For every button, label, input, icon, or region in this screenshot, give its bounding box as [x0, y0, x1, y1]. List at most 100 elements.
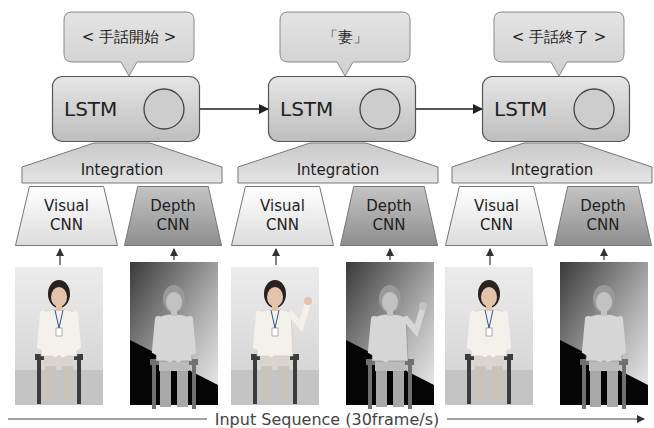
integration-shape	[22, 143, 222, 183]
leg	[62, 366, 73, 402]
photo-bg	[231, 267, 319, 405]
arm-raised	[291, 306, 307, 326]
leg	[393, 371, 404, 407]
photo-bg	[15, 267, 103, 405]
integration-arrow: Integration	[452, 143, 652, 183]
input-arrow	[489, 249, 490, 265]
cnn-shape	[555, 187, 652, 246]
rgb-frame	[15, 267, 103, 405]
face	[267, 287, 283, 307]
cnn-shape	[16, 187, 118, 246]
vcnn-label: Visual CNN	[36, 197, 98, 235]
chair-leg	[622, 363, 626, 409]
hair	[264, 280, 286, 308]
recurrent-arrow	[200, 108, 268, 109]
chair-leg	[192, 363, 196, 409]
visual-cnn: Visual CNN	[15, 186, 118, 246]
torso	[372, 314, 408, 361]
leg	[160, 371, 171, 407]
face	[166, 292, 182, 312]
integ-label: Integration	[238, 161, 438, 179]
cnn-shape	[341, 187, 438, 246]
lstm-box: LSTM	[482, 76, 630, 142]
lanyard	[485, 310, 493, 328]
arm	[178, 319, 193, 359]
lstm-box: LSTM	[52, 76, 200, 142]
chair-leg	[467, 358, 471, 404]
hair	[379, 285, 401, 313]
arm	[493, 314, 508, 354]
vcnn-label: Visual CNN	[252, 197, 314, 235]
memory-cell	[574, 89, 614, 129]
bubble-shape	[494, 12, 624, 76]
depth-cnn: Depth CNN	[340, 186, 438, 246]
dcnn-label: Depth CNN	[572, 197, 634, 235]
hair	[48, 280, 70, 308]
depth-frame	[130, 262, 218, 409]
chair-leg	[152, 363, 156, 409]
integration-shape	[238, 143, 438, 183]
hair	[593, 285, 615, 313]
leg	[376, 371, 387, 407]
speech-bubble: < 手話終了 >	[494, 12, 624, 76]
hair	[163, 285, 185, 313]
cnn-shape	[232, 187, 334, 246]
leg	[278, 366, 289, 402]
torso	[41, 309, 77, 356]
floor	[445, 370, 533, 405]
torso	[257, 309, 293, 356]
badge	[56, 328, 62, 336]
floor	[15, 370, 103, 405]
lanyard	[271, 310, 279, 328]
input-arrow	[275, 249, 276, 265]
input-arrow	[389, 249, 390, 260]
rgb-frame	[231, 267, 319, 405]
dcnn-label: Depth CNN	[142, 197, 204, 235]
depth-frame	[346, 262, 434, 409]
leg	[261, 366, 272, 402]
input-arrow	[173, 249, 174, 260]
leg	[45, 366, 56, 402]
neck	[486, 306, 492, 311]
leg	[492, 366, 503, 402]
face	[51, 287, 67, 307]
chair-leg	[368, 363, 372, 409]
neck	[387, 311, 393, 316]
arm	[256, 314, 271, 354]
badge	[272, 328, 278, 336]
chair-leg	[37, 358, 41, 404]
cnn-shape	[446, 187, 548, 246]
bubble-shape	[64, 12, 194, 76]
recurrent-arrow	[416, 108, 482, 109]
memory-cell	[144, 89, 184, 129]
chair-leg	[408, 363, 412, 409]
arm	[40, 314, 55, 354]
badge	[486, 328, 492, 336]
chair-leg	[253, 358, 257, 404]
integration-shape	[452, 143, 652, 183]
integration-arrow: Integration	[238, 143, 438, 183]
neck	[171, 311, 177, 316]
cnn-shape	[125, 187, 222, 246]
lanyard	[55, 310, 63, 328]
lstm-label: LSTM	[64, 97, 117, 121]
bubble-label: < 手話終了 >	[494, 28, 624, 47]
neck	[601, 311, 607, 316]
torso	[156, 314, 192, 361]
leg	[590, 371, 601, 407]
integ-label: Integration	[452, 161, 652, 179]
input-arrow	[603, 249, 604, 260]
visual-cnn: Visual CNN	[445, 186, 548, 246]
lstm-shape	[483, 77, 630, 142]
chair-leg	[293, 358, 297, 404]
arm	[585, 319, 600, 359]
depth-cnn: Depth CNN	[124, 186, 222, 246]
photo-bg	[130, 262, 218, 405]
integ-label: Integration	[22, 161, 222, 179]
arm	[470, 314, 485, 354]
lstm-box: LSTM	[268, 76, 416, 142]
photo-bg	[346, 262, 434, 405]
leg	[475, 366, 486, 402]
arm	[155, 319, 170, 359]
visual-cnn: Visual CNN	[231, 186, 334, 246]
